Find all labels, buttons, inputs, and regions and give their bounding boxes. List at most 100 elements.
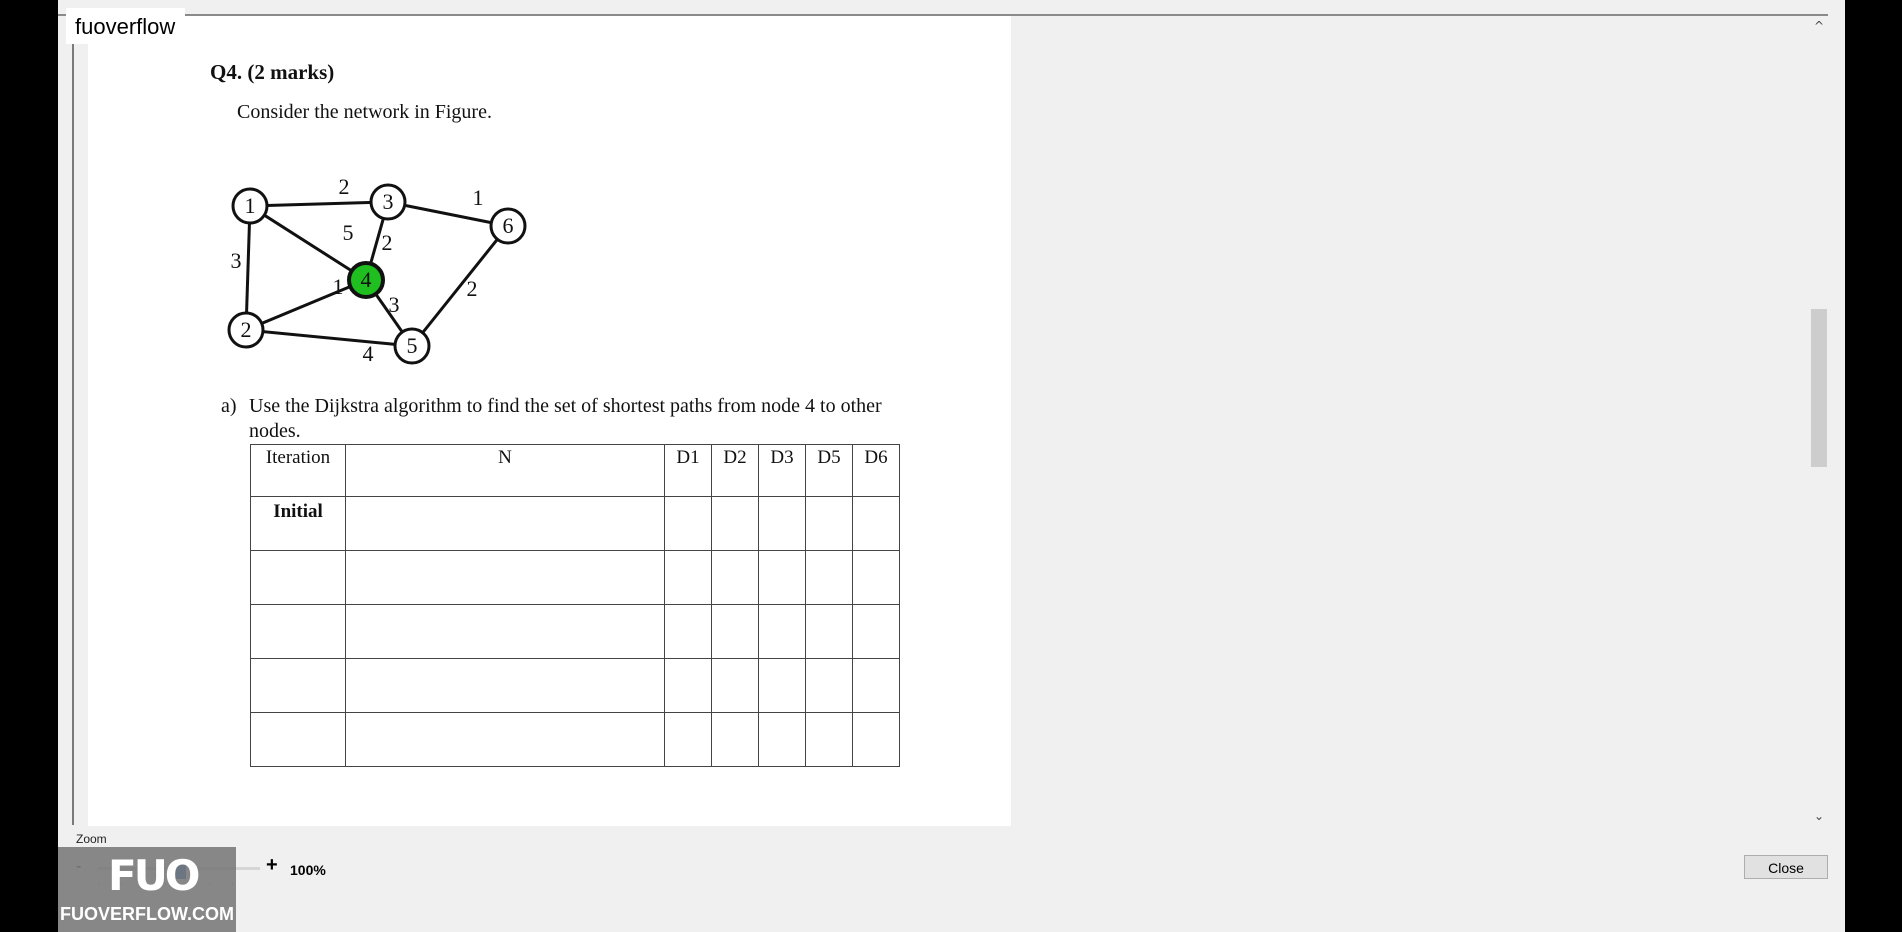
table-cell <box>852 604 900 659</box>
graph-edge-3-6 <box>387 200 509 228</box>
table-cell <box>250 712 346 767</box>
table-cell <box>664 550 712 605</box>
graph-node-label: 1 <box>245 193 256 218</box>
table-cell <box>345 658 665 713</box>
part-a-label: a) <box>221 395 237 417</box>
table-cell <box>711 658 759 713</box>
question-prompt: Consider the network in Figure. <box>237 101 492 123</box>
table-cell <box>345 712 665 767</box>
table-cell <box>664 604 712 659</box>
table-header-row: Iteration N D1 D2 D3 D5 D6 <box>250 444 900 497</box>
graph-node-5 <box>393 327 431 365</box>
header-d2: D2 <box>711 444 759 497</box>
table-row <box>250 550 900 605</box>
edge-weight-label: 3 <box>231 248 242 273</box>
header-d1: D1 <box>664 444 712 497</box>
table-cell <box>711 550 759 605</box>
top-divider <box>58 14 1828 16</box>
table-cell <box>852 712 900 767</box>
graph-edge-6-5 <box>410 225 510 347</box>
header-n: N <box>345 444 665 497</box>
table-cell <box>758 496 806 551</box>
brand-tag: fuoverflow <box>66 8 186 44</box>
graph-edge-1-4 <box>249 204 367 282</box>
graph-node-label: 2 <box>241 317 252 342</box>
table-cell: Initial <box>250 496 346 551</box>
edge-weight-label: 2 <box>382 230 393 255</box>
zoom-value: 100% <box>290 862 326 878</box>
graph-edge-2-5 <box>245 328 413 348</box>
graph-node-1 <box>231 187 269 225</box>
left-divider <box>72 40 74 825</box>
document-viewport[interactable]: Q4. (2 marks) Consider the network in Fi… <box>74 16 1810 826</box>
graph-edge-1-2 <box>244 205 252 331</box>
graph-node-label: 6 <box>503 213 514 238</box>
logo-mark: FUO <box>108 851 200 900</box>
chevron-up-icon[interactable]: ^ <box>1813 19 1825 33</box>
table-cell <box>664 658 712 713</box>
table-cell <box>711 496 759 551</box>
edge-weight-label: 5 <box>343 220 354 245</box>
table-cell <box>345 604 665 659</box>
zoom-label: Zoom <box>76 832 107 846</box>
close-button[interactable]: Close <box>1744 855 1828 879</box>
graph-node-label: 3 <box>383 189 394 214</box>
chevron-down-icon[interactable]: ⌄ <box>1813 809 1825 823</box>
table-cell <box>758 712 806 767</box>
table-cell <box>852 496 900 551</box>
table-row <box>250 604 900 659</box>
edge-weight-label: 1 <box>333 274 344 299</box>
table-cell <box>250 604 346 659</box>
table-row <box>250 712 900 767</box>
table-cell <box>852 658 900 713</box>
table-cell <box>758 604 806 659</box>
table-cell <box>805 712 853 767</box>
graph-edge-1-3 <box>249 200 389 208</box>
graph-node-6 <box>489 207 527 245</box>
part-a-text: Use the Dijkstra algorithm to find the s… <box>249 395 882 442</box>
table-cell <box>711 712 759 767</box>
graph-node-4 <box>347 261 385 299</box>
table-cell <box>758 658 806 713</box>
table-cell <box>664 712 712 767</box>
edge-weight-label: 2 <box>339 174 350 199</box>
edge-weight-label: 2 <box>467 276 478 301</box>
header-iteration: Iteration <box>250 444 346 497</box>
header-d6: D6 <box>852 444 900 497</box>
table-cell <box>664 496 712 551</box>
graph-edge-2-4 <box>245 278 367 332</box>
table-cell <box>805 604 853 659</box>
table-cell <box>250 658 346 713</box>
table-cell <box>711 604 759 659</box>
table-cell <box>805 658 853 713</box>
table-row: Initial <box>250 496 900 551</box>
header-d3: D3 <box>758 444 806 497</box>
logo-site: FUOVERFLOW.COM <box>60 904 234 924</box>
table-cell <box>805 550 853 605</box>
table-row <box>250 658 900 713</box>
fuo-logo: FUO FUOVERFLOW.COM <box>58 847 236 932</box>
graph-node-3 <box>369 183 407 221</box>
table-cell <box>345 550 665 605</box>
table-cell <box>250 550 346 605</box>
table-cell <box>805 496 853 551</box>
table-cell <box>345 496 665 551</box>
scrollbar-thumb[interactable] <box>1811 309 1827 467</box>
graph-node-label: 4 <box>361 267 372 292</box>
header-d5: D5 <box>805 444 853 497</box>
table-cell <box>852 550 900 605</box>
graph-node-2 <box>227 311 265 349</box>
edge-weight-label: 3 <box>389 292 400 317</box>
table-cell <box>758 550 806 605</box>
question-title: Q4. (2 marks) <box>210 60 335 84</box>
dijkstra-table: Iteration N D1 D2 D3 D5 D6 Initial <box>250 444 900 767</box>
vertical-scrollbar[interactable]: ^ ⌄ <box>1810 16 1828 826</box>
edge-weight-label: 4 <box>363 341 374 366</box>
document-page: Q4. (2 marks) Consider the network in Fi… <box>88 16 1011 826</box>
edge-weight-label: 1 <box>473 185 484 210</box>
zoom-in-button[interactable]: + <box>266 854 278 876</box>
graph-node-label: 5 <box>407 333 418 358</box>
